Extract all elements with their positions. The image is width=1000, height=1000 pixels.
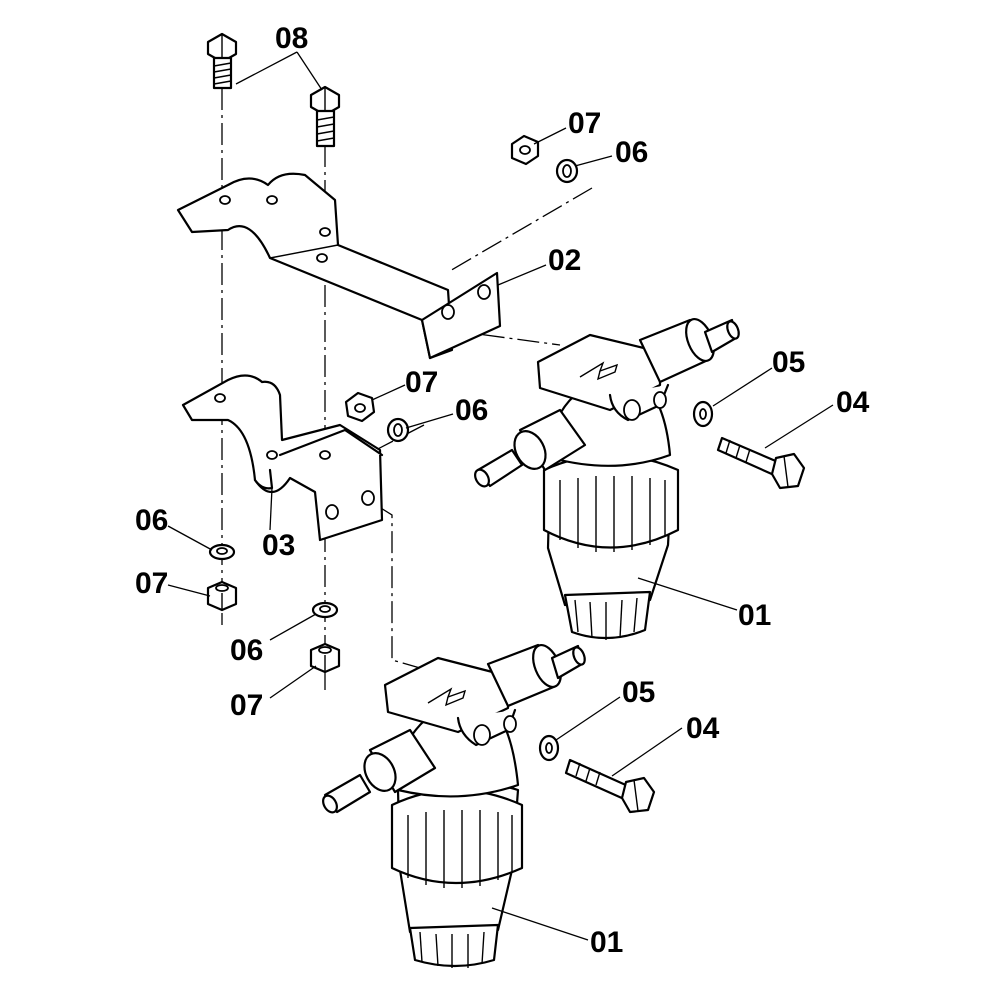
callout-03: 03 [262,529,295,562]
callout-05-lower: 05 [622,676,655,709]
washer-06-lower-right [311,601,339,619]
bolt-04-lower [564,758,656,814]
callout-05-upper: 05 [772,346,805,379]
callout-08: 08 [275,22,308,55]
nut-07-lower-right [309,642,341,674]
bracket-02 [176,172,502,360]
filter-01-lower [322,643,586,968]
nut-07-upper [510,134,540,166]
callout-04-lower: 04 [686,712,720,745]
callout-06-lower-left: 06 [135,504,168,537]
bracket-03 [181,374,384,542]
callout-07-upper: 07 [568,107,601,140]
nut-07-lower-left [206,580,238,612]
washer-05-lower [538,734,560,762]
washer-06-upper [555,158,579,184]
callout-06-upper: 06 [615,136,648,169]
callout-07-lower-right: 07 [230,689,263,722]
callouts: 08 07 06 02 05 07 06 04 06 03 07 01 06 0… [135,22,870,959]
callout-06-lower-right: 06 [230,634,263,667]
bolt-08-right [309,85,341,148]
washer-06-middle [386,417,410,443]
callout-07-middle: 07 [405,366,438,399]
callout-06-middle: 06 [455,394,488,427]
leader-lines [167,51,834,941]
washer-05-upper [692,400,714,428]
nut-07-middle [344,391,376,423]
filter-01-upper [474,318,740,640]
callout-01-lower: 01 [590,926,623,959]
washer-06-lower-left [208,543,236,561]
bolt-08-left [206,32,238,90]
bolt-04-upper [716,436,806,490]
callout-01-upper: 01 [738,599,771,632]
callout-02: 02 [548,244,581,277]
callout-04-upper: 04 [836,386,870,419]
callout-07-lower-left: 07 [135,567,168,600]
